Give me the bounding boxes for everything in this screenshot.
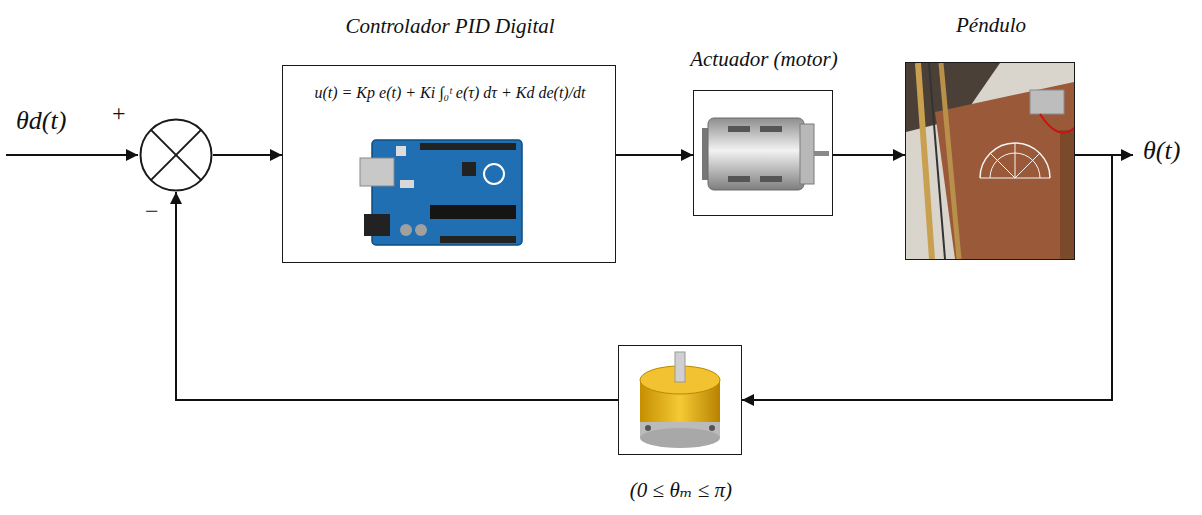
output-signal: θ(t) xyxy=(1143,136,1180,166)
vent-slot xyxy=(760,126,782,132)
board-side xyxy=(1060,130,1074,259)
pendulum-photo xyxy=(906,63,1074,259)
encoder-shaft xyxy=(675,352,685,382)
board-pcb xyxy=(372,140,522,245)
signal-connector xyxy=(742,155,1112,400)
sign-minus: − xyxy=(145,198,159,226)
microcontroller-chip xyxy=(430,205,516,219)
photo-background xyxy=(906,63,1074,259)
brass-rod xyxy=(941,63,959,259)
range-note: (0 ≤ θₘ ≤ π) xyxy=(630,478,732,502)
protractor-base xyxy=(980,178,1050,179)
header-strip xyxy=(440,236,516,243)
vent-slot xyxy=(760,176,782,182)
signal-connector xyxy=(176,192,618,400)
dc-motor xyxy=(702,118,829,190)
vent-slot xyxy=(728,126,750,132)
controller-box: Controlador PID Digitalu(t) = Kp e(t) + … xyxy=(282,65,616,263)
pid-formula: u(t) = Kp e(t) + Ki ∫₀ᵗ e(τ) dτ + Kd de(… xyxy=(314,84,585,102)
encoder-screw xyxy=(645,425,651,431)
sensor-housing xyxy=(1030,90,1064,114)
signal-connector xyxy=(213,154,282,156)
junction-cross xyxy=(151,130,201,180)
input-arrow xyxy=(6,154,138,156)
brass-rod xyxy=(918,63,932,259)
protractor-tick xyxy=(1015,143,1016,178)
motor-shaft xyxy=(814,151,829,156)
block-title: Controlador PID Digital xyxy=(345,14,554,38)
usb-port xyxy=(360,158,394,186)
board-logo xyxy=(484,164,504,184)
protractor-arc xyxy=(980,143,1050,178)
input-signal: θd(t) xyxy=(16,106,66,136)
vent-slot xyxy=(728,176,750,182)
protractor-tick xyxy=(1015,153,1040,178)
junction-outline xyxy=(139,118,213,192)
protractor-tick xyxy=(990,153,1015,178)
encoder-base xyxy=(640,428,720,448)
capacitor xyxy=(400,224,412,236)
small-chip xyxy=(462,162,476,176)
signal-connector xyxy=(616,154,693,156)
plant-box: Péndulo xyxy=(905,62,1075,260)
summing-junction: +− xyxy=(139,118,213,192)
motor-body xyxy=(708,118,804,190)
junction-cross xyxy=(151,130,201,180)
block-title: Péndulo xyxy=(956,13,1026,37)
encoder-screw xyxy=(709,425,715,431)
reset-button xyxy=(396,146,406,156)
header-strip xyxy=(420,143,516,150)
block-title: Actuador (motor) xyxy=(690,47,838,71)
junction-circle xyxy=(141,120,212,191)
arduino-board xyxy=(360,140,522,245)
red-wire xyxy=(1040,114,1074,133)
power-jack xyxy=(364,214,390,236)
sign-plus: + xyxy=(112,100,126,128)
signal-connector xyxy=(833,154,905,156)
rotary-encoder xyxy=(640,352,720,448)
motor-front-cap xyxy=(800,124,814,184)
sensor-box: (0 ≤ θₘ ≤ π) xyxy=(618,345,742,455)
crystal xyxy=(400,180,414,188)
capacitor xyxy=(415,224,427,236)
actuator-box: Actuador (motor) xyxy=(693,90,833,216)
